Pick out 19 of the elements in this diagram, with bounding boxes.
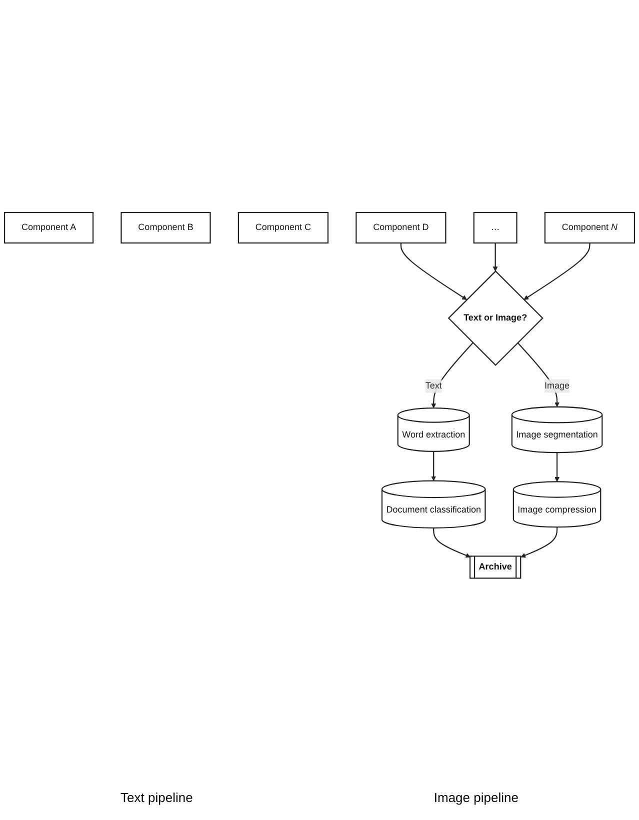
arrow [554,452,560,482]
node-box: Component D [356,212,446,244]
node-box: … [473,212,518,244]
arrow [433,528,471,558]
node-box: Component N [544,212,636,244]
arrow [492,242,498,272]
edge-label: Text [425,380,442,390]
pipeline-label: Image pipeline [434,790,518,805]
arrow [431,342,474,408]
node-box: Component A [4,212,94,244]
node-diamond: Text or Image? [448,270,544,366]
arrow [520,526,558,558]
arrow [524,242,590,300]
node-box: Component C [238,212,329,244]
arrow [400,242,468,300]
arrow [431,451,436,481]
node-box: Component B [120,212,211,244]
pipeline-label: Text pipeline [120,790,193,805]
edge-label: Image [544,380,570,390]
